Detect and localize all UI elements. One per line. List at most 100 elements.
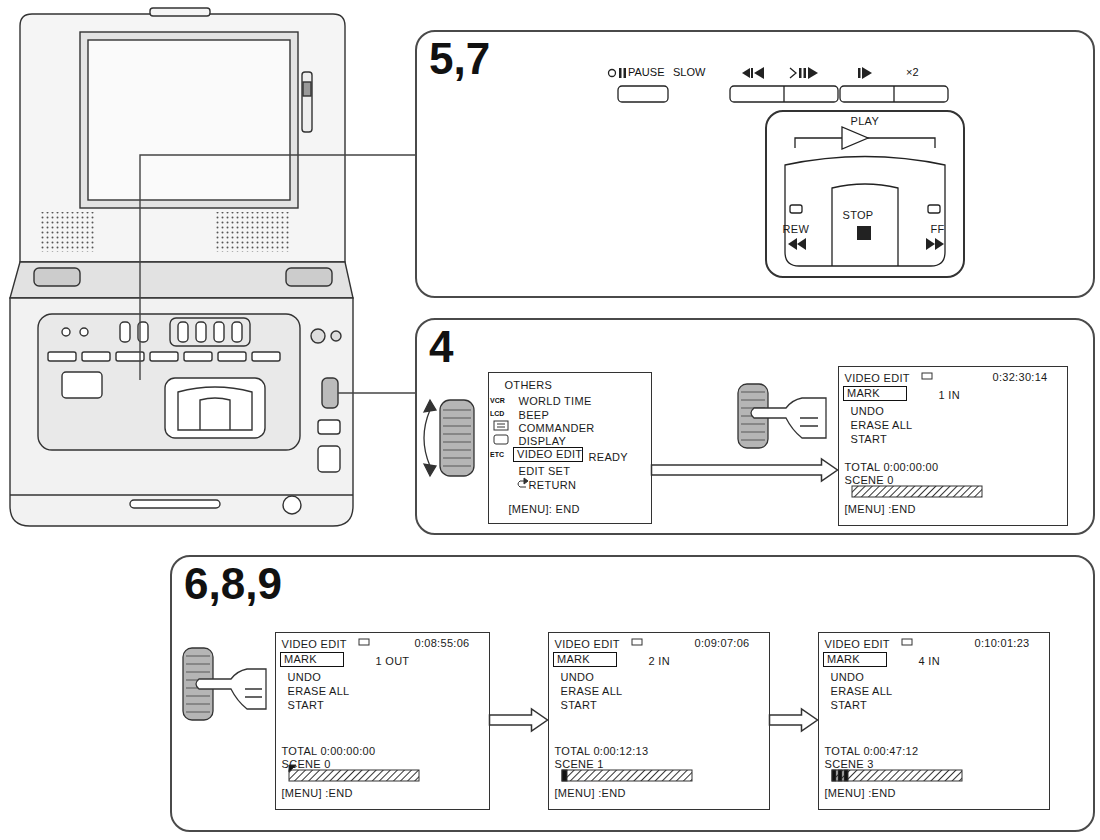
screen-text: 2 IN [649, 655, 670, 667]
highlighted-item: MARK [827, 653, 860, 665]
hand-lines [800, 418, 818, 426]
menu-item: RETURN [529, 479, 577, 491]
screen-text: ERASE ALL [831, 685, 893, 697]
turn-arrow [424, 400, 436, 412]
highlight-box: MARK [823, 652, 887, 667]
lcd-slider [302, 72, 312, 132]
step-number: 4 [429, 324, 453, 370]
reverse-symbol [742, 68, 750, 78]
pressing-hand [196, 669, 266, 709]
screen-text: VIDEO EDIT [282, 638, 347, 650]
video-edit-screen: VIDEO EDIT0:32:30:141 INUNDOERASE ALLSTA… [838, 366, 1068, 526]
video-edit-screen: VIDEO EDIT0:10:01:234 INUNDOERASE ALLSTA… [818, 632, 1050, 810]
highlight-box: VIDEO EDIT [513, 447, 583, 462]
rewind-symbol [788, 238, 797, 250]
button-label: FF [931, 223, 945, 235]
device-switch [318, 420, 340, 434]
tape-progress-bar [562, 770, 692, 781]
screen-text: VIDEO EDIT [845, 372, 910, 384]
device-button [252, 352, 280, 361]
battery-icon [902, 639, 912, 645]
screen-text: [MENU] :END [282, 787, 353, 799]
icon-label: VCR [490, 397, 505, 405]
control-panel [38, 314, 300, 450]
pause-button [618, 86, 668, 102]
menu-item: DISPLAY [519, 435, 567, 447]
device-button [218, 352, 246, 361]
tape-symbol [790, 205, 802, 213]
dial-ridges [443, 410, 471, 466]
menu-item: WORLD TIME [519, 395, 592, 407]
screen-text: START [851, 433, 888, 445]
highlighted-item: MARK [557, 653, 590, 665]
pause-symbol [619, 68, 622, 78]
speed-button [840, 86, 948, 102]
device-button [48, 352, 76, 361]
screen-text: TOTAL 0:00:00:00 [282, 745, 376, 757]
menu-item: [MENU]: END [509, 503, 580, 515]
screen-text: UNDO [831, 671, 865, 683]
jog-dial [440, 400, 474, 476]
screen-text: 1 OUT [376, 655, 410, 667]
screen-text: VIDEO EDIT [555, 638, 620, 650]
device-button [178, 322, 188, 342]
screen-text: START [288, 699, 325, 711]
screen-text: ERASE ALL [851, 419, 913, 431]
device-button [62, 328, 70, 336]
video-edit-screen: VIDEO EDIT0:09:07:062 INUNDOERASE ALLSTA… [548, 632, 770, 810]
stop-key [832, 184, 898, 266]
step-panel: 4OTHERSWORLD TIMEBEEPCOMMANDERDISPLAYREA… [415, 318, 1095, 535]
flow-arrow [652, 459, 838, 481]
button-frame [170, 318, 250, 346]
device-button [232, 322, 242, 342]
speaker-grill [40, 212, 96, 252]
transport-keys [785, 157, 945, 267]
device-button [150, 352, 178, 361]
tape-progress-bar [852, 486, 982, 497]
highlight-box: MARK [553, 652, 617, 667]
screen-text: ERASE ALL [288, 685, 350, 697]
device-knob [331, 331, 341, 341]
screen-text: SCENE 0 [282, 758, 331, 770]
step-panel: 5,7PLAYREWSTOPFF [415, 30, 1095, 298]
transport-keys [200, 398, 230, 430]
hinge-knob [286, 268, 332, 286]
return-icon [524, 478, 528, 484]
menu-screen: OTHERSWORLD TIMEBEEPCOMMANDERDISPLAYREAD… [488, 372, 652, 524]
transport-keys [178, 387, 252, 430]
hinge [10, 262, 353, 298]
device-knob [311, 329, 325, 343]
menu-item: COMMANDER [519, 422, 595, 434]
screen-text: SCENE 3 [825, 758, 874, 770]
screen-text: UNDO [288, 671, 322, 683]
pressing-hand [751, 398, 826, 438]
screen-text: UNDO [851, 405, 885, 417]
stop-symbol [857, 226, 871, 240]
screen-text: 0:08:55:06 [415, 637, 470, 649]
screen-text: 0:09:07:06 [695, 637, 750, 649]
screen-text: START [831, 699, 868, 711]
rewind-symbol [797, 238, 806, 250]
reverse-symbol [751, 68, 753, 78]
screen-text: 0:10:01:23 [975, 637, 1030, 649]
button-label: ×2 [906, 66, 919, 79]
device-base [10, 298, 353, 526]
frame-symbol [862, 67, 872, 79]
menu-item: EDIT SET [519, 465, 571, 477]
base-edge [10, 494, 353, 495]
step-number: 6,8,9 [184, 561, 282, 607]
device-slot [130, 500, 220, 508]
button-label: PAUSE [628, 66, 664, 79]
pause-symbol [624, 68, 627, 78]
device-button [196, 322, 206, 342]
screen-text: UNDO [561, 671, 595, 683]
speaker-grill [214, 212, 290, 252]
button-label: PLAY [851, 115, 880, 127]
button-label: REW [783, 223, 810, 235]
screen-text: [MENU] :END [555, 787, 626, 799]
turn-arrow [424, 410, 430, 466]
hinge-knob [34, 268, 80, 286]
scene-mark [838, 770, 842, 781]
highlighted-item: MARK [847, 387, 880, 399]
screen-text: SCENE 0 [845, 474, 894, 486]
